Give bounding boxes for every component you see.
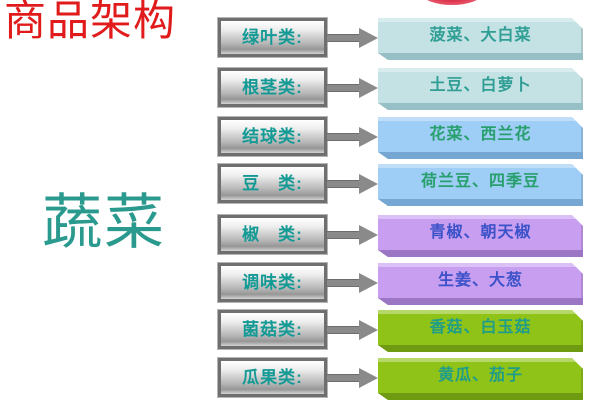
category-box-head: 结球类: [218, 117, 327, 156]
items-label: 青椒、朝天椒 [429, 224, 532, 241]
arrow-right-icon [327, 215, 378, 254]
diagram-row-mushroom: 菌菇类: 香菇、白玉菇 [218, 310, 583, 352]
items-label: 生姜、大葱 [437, 272, 523, 289]
diagram-row-head: 结球类: 花菜、西兰花 [218, 117, 583, 159]
arrow-head [359, 273, 378, 293]
items-label: 土豆、白萝卜 [429, 77, 532, 94]
items-label: 香菇、白玉菇 [429, 319, 532, 336]
arrow-shaft [327, 85, 365, 91]
arrow-head [359, 368, 378, 388]
items-label: 花菜、西兰花 [429, 126, 532, 143]
category-label: 豆 类: [242, 174, 303, 193]
arrow-shaft [327, 232, 365, 238]
category-box-bean: 豆 类: [218, 164, 327, 203]
category-label: 瓜果类: [242, 368, 303, 387]
items-label: 菠菜、大白菜 [429, 27, 532, 44]
arrow-head [359, 225, 378, 245]
category-label: 椒 类: [242, 225, 303, 244]
category-box-leafy: 绿叶类: [218, 18, 327, 57]
category-label: 根茎类: [242, 78, 303, 97]
items-box-gourd: 黄瓜、茄子 [378, 358, 583, 400]
root-label-vegetables: 蔬菜 [42, 190, 166, 256]
category-label: 菌菇类: [242, 320, 303, 339]
arrow-right-icon [327, 164, 378, 203]
items-label: 荷兰豆、四季豆 [420, 173, 540, 190]
category-box-mushroom: 菌菇类: [218, 310, 327, 349]
arrow-shaft [327, 280, 365, 286]
red-ellipse-decoration [423, 0, 481, 5]
items-box-bean: 荷兰豆、四季豆 [378, 164, 583, 206]
arrow-head [359, 320, 378, 340]
arrow-head [359, 78, 378, 98]
arrow-shaft [327, 35, 365, 41]
arrow-right-icon [327, 310, 378, 349]
arrow-head [359, 174, 378, 194]
diagram-row-bean: 豆 类: 荷兰豆、四季豆 [218, 164, 583, 206]
page-title: 商品架构 [4, 0, 177, 45]
arrow-shaft [327, 327, 365, 333]
category-label: 绿叶类: [242, 28, 303, 47]
items-box-root: 土豆、白萝卜 [378, 68, 583, 110]
arrow-shaft [327, 181, 365, 187]
items-box-mushroom: 香菇、白玉菇 [378, 310, 583, 352]
category-box-gourd: 瓜果类: [218, 358, 327, 397]
arrow-right-icon [327, 18, 378, 57]
category-label: 结球类: [242, 127, 303, 146]
category-box-pepper: 椒 类: [218, 215, 327, 254]
items-box-seasoning: 生姜、大葱 [378, 263, 583, 305]
arrow-right-icon [327, 263, 378, 302]
diagram-row-leafy: 绿叶类: 菠菜、大白菜 [218, 18, 583, 60]
arrow-shaft [327, 134, 365, 140]
arrow-head [359, 127, 378, 147]
category-label: 调味类: [242, 273, 303, 292]
arrow-right-icon [327, 68, 378, 107]
arrow-head [359, 28, 378, 48]
category-box-seasoning: 调味类: [218, 263, 327, 302]
diagram-row-gourd: 瓜果类: 黄瓜、茄子 [218, 358, 583, 400]
arrow-right-icon [327, 358, 378, 397]
items-box-leafy: 菠菜、大白菜 [378, 18, 583, 60]
category-box-root: 根茎类: [218, 68, 327, 107]
diagram-row-root: 根茎类: 土豆、白萝卜 [218, 68, 583, 110]
diagram-row-seasoning: 调味类: 生姜、大葱 [218, 263, 583, 305]
items-label: 黄瓜、茄子 [437, 367, 523, 384]
arrow-shaft [327, 375, 365, 381]
diagram-row-pepper: 椒 类: 青椒、朝天椒 [218, 215, 583, 257]
items-box-pepper: 青椒、朝天椒 [378, 215, 583, 257]
arrow-right-icon [327, 117, 378, 156]
items-box-head: 花菜、西兰花 [378, 117, 583, 159]
